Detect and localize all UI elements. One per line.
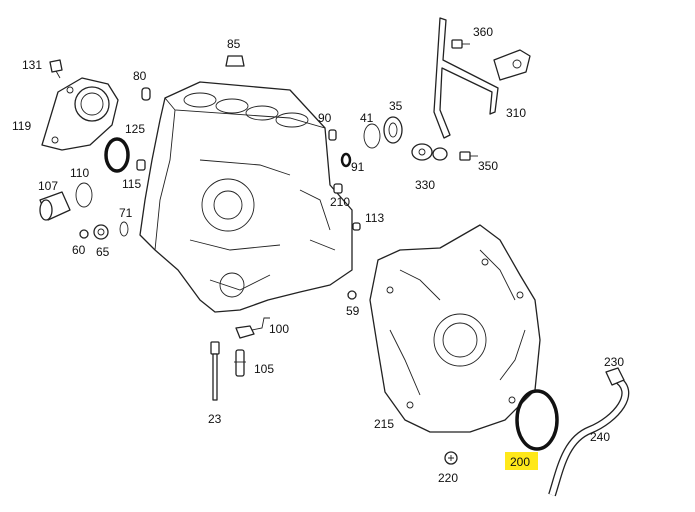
oring-110[interactable] [75, 182, 93, 208]
label-200[interactable]: 200 [510, 455, 530, 469]
bushing-107[interactable] [39, 191, 71, 221]
label-131[interactable]: 131 [22, 58, 42, 72]
cover-215[interactable] [369, 224, 541, 433]
label-107[interactable]: 107 [38, 179, 58, 193]
bolt-23[interactable] [210, 341, 220, 401]
fitting-230[interactable] [605, 367, 625, 386]
label-210[interactable]: 210 [330, 195, 350, 209]
nut-65[interactable] [93, 224, 109, 240]
label-350[interactable]: 350 [478, 159, 498, 173]
label-100[interactable]: 100 [269, 322, 289, 336]
bolt-350[interactable] [459, 151, 478, 161]
plug-115[interactable] [136, 159, 146, 171]
label-330[interactable]: 330 [415, 178, 435, 192]
label-91[interactable]: 91 [351, 160, 365, 174]
label-240[interactable]: 240 [590, 430, 610, 444]
sensor-105[interactable] [234, 349, 246, 377]
gasket-330[interactable] [411, 143, 448, 161]
oring-41[interactable] [363, 123, 381, 149]
washer-60[interactable] [79, 229, 89, 239]
plug-35[interactable] [383, 116, 403, 144]
sensor-100[interactable] [235, 317, 270, 339]
label-115[interactable]: 115 [122, 177, 141, 191]
label-35[interactable]: 35 [389, 99, 403, 113]
label-360[interactable]: 360 [473, 25, 493, 39]
oil-pipe-310[interactable] [433, 17, 531, 139]
seal-ring-125[interactable] [104, 137, 130, 173]
label-110[interactable]: 110 [70, 166, 89, 180]
label-220[interactable]: 220 [438, 471, 458, 485]
ring-91[interactable] [340, 152, 352, 168]
label-119[interactable]: 119 [12, 119, 31, 133]
label-215[interactable]: 215 [374, 417, 394, 431]
hose-240[interactable] [548, 374, 630, 497]
label-80[interactable]: 80 [133, 69, 147, 83]
label-41[interactable]: 41 [360, 111, 374, 125]
bolt-131[interactable] [49, 59, 63, 79]
pin-90[interactable] [328, 129, 337, 141]
engine-block[interactable] [139, 81, 353, 313]
label-60[interactable]: 60 [72, 243, 86, 257]
label-125[interactable]: 125 [125, 122, 145, 136]
plug-85[interactable] [225, 55, 245, 67]
seal-housing-119[interactable] [41, 77, 119, 151]
label-23[interactable]: 23 [208, 412, 222, 426]
label-59[interactable]: 59 [346, 304, 360, 318]
bolt-360[interactable] [451, 39, 470, 49]
label-310[interactable]: 310 [506, 106, 526, 120]
plug-210[interactable] [333, 183, 343, 194]
dowel-80[interactable] [141, 87, 151, 101]
label-105[interactable]: 105 [254, 362, 274, 376]
label-71[interactable]: 71 [119, 206, 133, 220]
highlight-box-200 [505, 452, 538, 470]
oring-71[interactable] [119, 221, 129, 237]
label-230[interactable]: 230 [604, 355, 624, 369]
seal-ring-200[interactable] [515, 389, 559, 451]
plug-59[interactable] [347, 290, 357, 300]
plug-113[interactable] [352, 222, 361, 231]
label-90[interactable]: 90 [318, 111, 332, 125]
label-113[interactable]: 113 [365, 211, 384, 225]
label-65[interactable]: 65 [96, 245, 110, 259]
label-85[interactable]: 85 [227, 37, 241, 51]
bolt-220[interactable] [444, 451, 458, 465]
